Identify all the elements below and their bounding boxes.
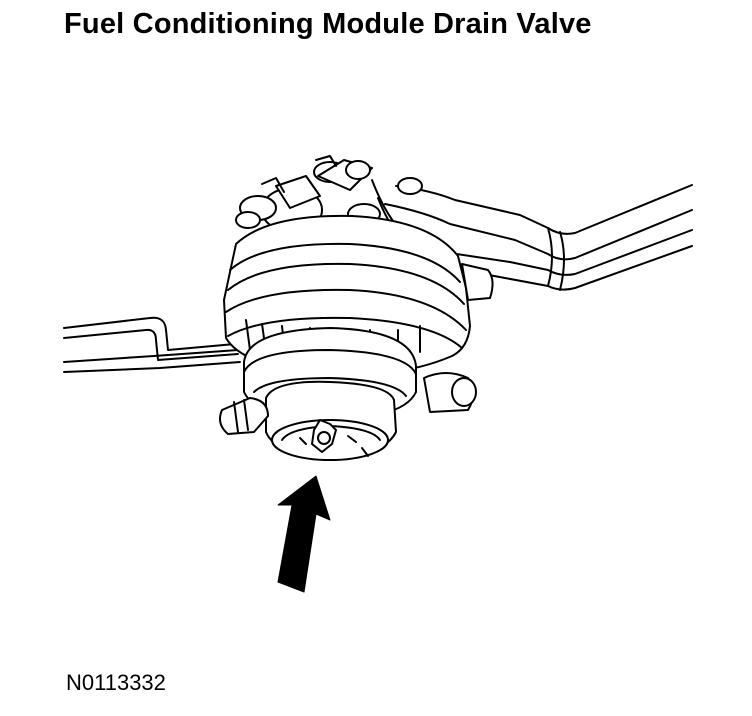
drain-valve xyxy=(299,419,369,457)
filter-bowl xyxy=(243,327,417,461)
diagram-title: Fuel Conditioning Module Drain Valve xyxy=(64,8,592,40)
pointer-arrow xyxy=(277,475,331,593)
left-connector xyxy=(219,397,269,435)
side-connector xyxy=(423,263,494,413)
left-fuel-lines xyxy=(63,316,241,373)
top-fittings xyxy=(235,155,423,233)
figure-id: N0113332 xyxy=(66,670,166,695)
